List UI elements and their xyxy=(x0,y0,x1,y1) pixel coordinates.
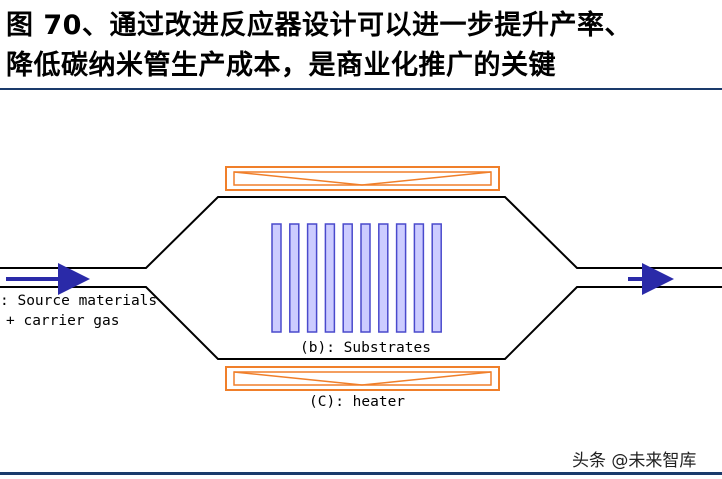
figure-title: 图 70、通过改进反应器设计可以进一步提升产率、 降低碳纳米管生产成本，是商业化… xyxy=(6,6,718,86)
substrate-plate xyxy=(306,223,318,333)
substrate-plate xyxy=(324,223,336,333)
source-materials-label: : Source materials xyxy=(0,293,157,309)
substrate-plate xyxy=(413,223,425,333)
heater-top xyxy=(225,166,500,191)
substrate-plate xyxy=(271,223,282,333)
reactor-wall-top xyxy=(0,196,722,269)
figure-title-line-1: 图 70、通过改进反应器设计可以进一步提升产率、 xyxy=(6,10,632,41)
figure-title-line-2: 降低碳纳米管生产成本，是商业化推广的关键 xyxy=(6,50,556,81)
carrier-gas-label: + carrier gas xyxy=(6,313,120,329)
heater-label: (C): heater xyxy=(309,394,405,410)
substrate-plate xyxy=(289,223,300,333)
watermark: 头条 @未来智库 xyxy=(572,451,697,471)
substrates-label: (b): Substrates xyxy=(300,340,431,356)
substrates-group xyxy=(271,223,442,333)
substrate-plate xyxy=(342,223,353,333)
reactor-wall-bottom xyxy=(0,286,722,360)
substrate-plate xyxy=(360,223,371,333)
substrate-plate xyxy=(395,223,407,333)
substrate-plate xyxy=(431,223,442,333)
bottom-divider xyxy=(0,472,722,475)
substrate-plate xyxy=(378,223,389,333)
title-divider xyxy=(0,88,722,90)
heater-bottom xyxy=(225,366,500,391)
